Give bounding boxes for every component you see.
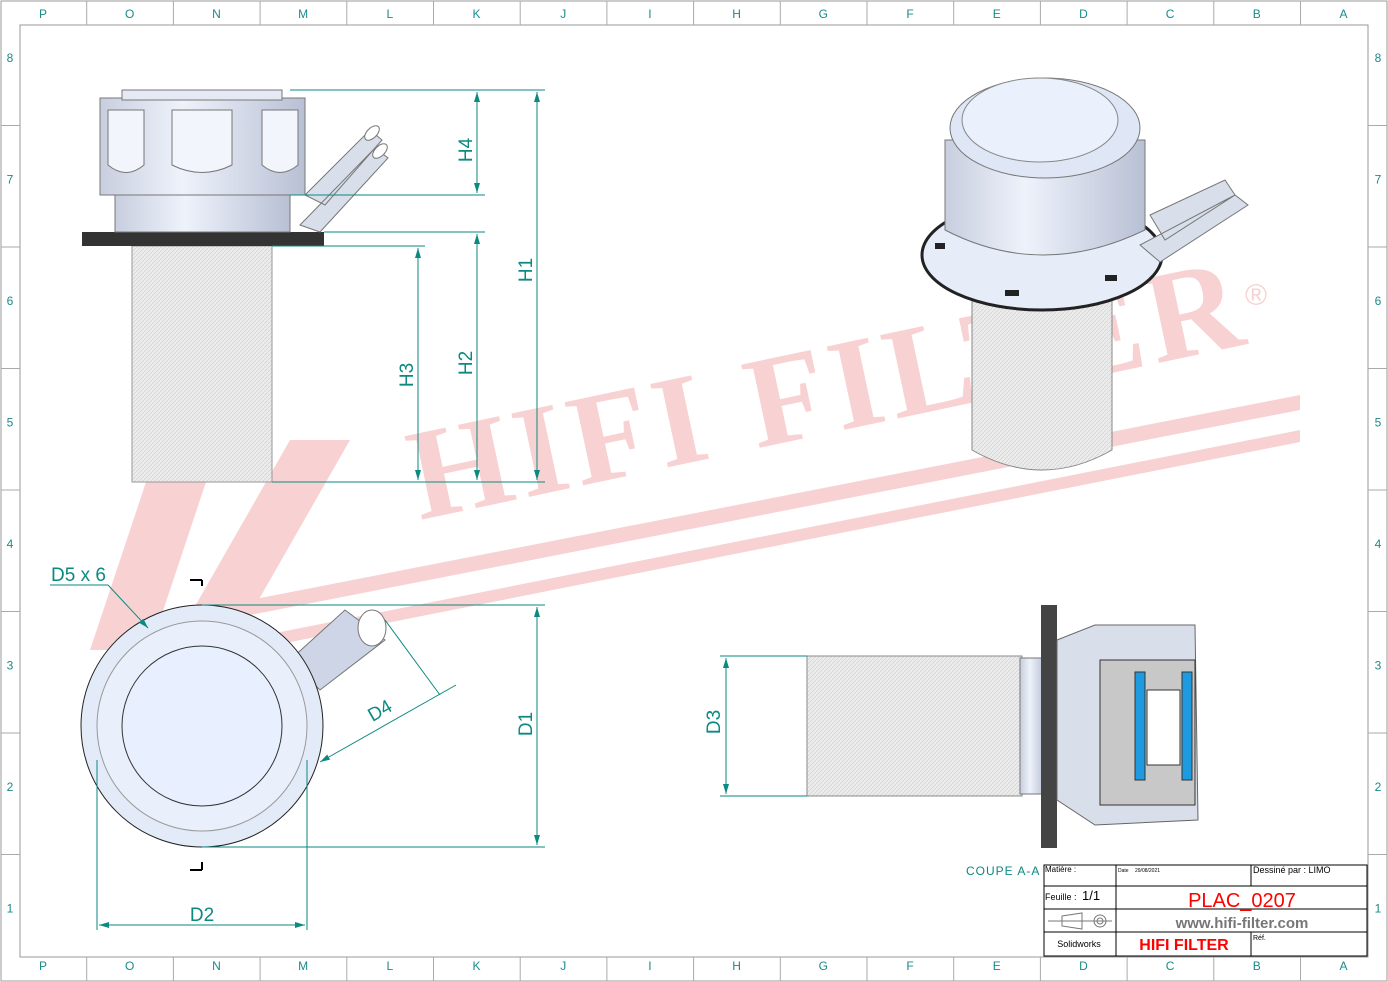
section-view [806, 605, 1199, 848]
drawn-by: Dessiné par : LIMO [1253, 865, 1331, 875]
part-number: PLAC_0207 [1188, 890, 1296, 912]
column-label: A [1339, 7, 1347, 21]
column-label: B [1253, 7, 1261, 21]
column-label: I [648, 959, 651, 973]
sheet-label: Feuille : [1045, 892, 1077, 902]
row-label: 1 [1375, 902, 1382, 916]
dim-h2: H2 [456, 351, 477, 375]
dim-d2: D2 [190, 905, 214, 926]
row-label: 7 [7, 173, 14, 187]
column-label: O [125, 7, 134, 21]
software: Solidworks [1057, 939, 1101, 949]
top-view [80, 579, 387, 871]
column-label: K [472, 959, 480, 973]
dim-d1: D1 [516, 712, 537, 736]
row-label: 6 [1375, 294, 1382, 308]
column-label: L [386, 7, 393, 21]
watermark-registered: ® [1245, 279, 1267, 312]
row-label: 3 [7, 659, 14, 673]
column-label: J [560, 959, 566, 973]
row-label: 6 [7, 294, 14, 308]
dim-d3: D3 [704, 710, 725, 734]
top-dimensions [50, 584, 545, 930]
brand-name: HIFI FILTER [1139, 937, 1229, 954]
dim-d5: D5 x 6 [51, 565, 106, 586]
column-label: G [819, 959, 828, 973]
isometric-view [920, 77, 1249, 471]
column-label: H [732, 7, 741, 21]
column-label: F [906, 959, 913, 973]
row-label: 8 [7, 51, 14, 65]
website: www.hifi-filter.com [1175, 915, 1309, 932]
row-label: 5 [7, 416, 14, 430]
column-label: I [648, 7, 651, 21]
front-dimensions [272, 89, 545, 483]
ref-label: Réf. [1253, 935, 1266, 942]
row-label: 4 [7, 537, 14, 551]
column-label: P [39, 959, 47, 973]
column-label: H [732, 959, 741, 973]
column-label: B [1253, 959, 1261, 973]
row-label: 5 [1375, 416, 1382, 430]
row-label: 2 [7, 780, 14, 794]
column-label: L [386, 959, 393, 973]
row-label: 4 [1375, 537, 1382, 551]
date-value: 29/08/2021 [1135, 868, 1160, 874]
column-label: A [1339, 959, 1347, 973]
row-label: 8 [1375, 51, 1382, 65]
column-label: E [993, 7, 1001, 21]
column-label: G [819, 7, 828, 21]
column-label: K [472, 7, 480, 21]
row-label: 3 [1375, 659, 1382, 673]
column-label: N [212, 959, 221, 973]
section-label: COUPE A-A [966, 864, 1040, 878]
projection-symbol-icon [1048, 912, 1112, 930]
dim-h3: H3 [397, 363, 418, 387]
material-label: Matière : [1045, 865, 1076, 874]
column-label: C [1166, 7, 1175, 21]
row-label: 1 [7, 902, 14, 916]
column-label: E [993, 959, 1001, 973]
column-label: M [298, 7, 308, 21]
column-label: C [1166, 959, 1175, 973]
front-view [82, 89, 389, 483]
column-label: J [560, 7, 566, 21]
column-label: N [212, 7, 221, 21]
date-label: Date [1118, 868, 1129, 874]
row-label: 7 [1375, 173, 1382, 187]
column-label: M [298, 959, 308, 973]
column-label: F [906, 7, 913, 21]
column-label: D [1079, 959, 1088, 973]
column-label: O [125, 959, 134, 973]
dim-h1: H1 [516, 258, 537, 282]
title-block: Matière : Date 29/08/2021 Dessiné par : … [1043, 864, 1368, 957]
row-label: 2 [1375, 780, 1382, 794]
dim-h4: H4 [456, 137, 477, 162]
column-label: D [1079, 7, 1088, 21]
sheet-value: 1/1 [1082, 888, 1100, 903]
column-label: P [39, 7, 47, 21]
